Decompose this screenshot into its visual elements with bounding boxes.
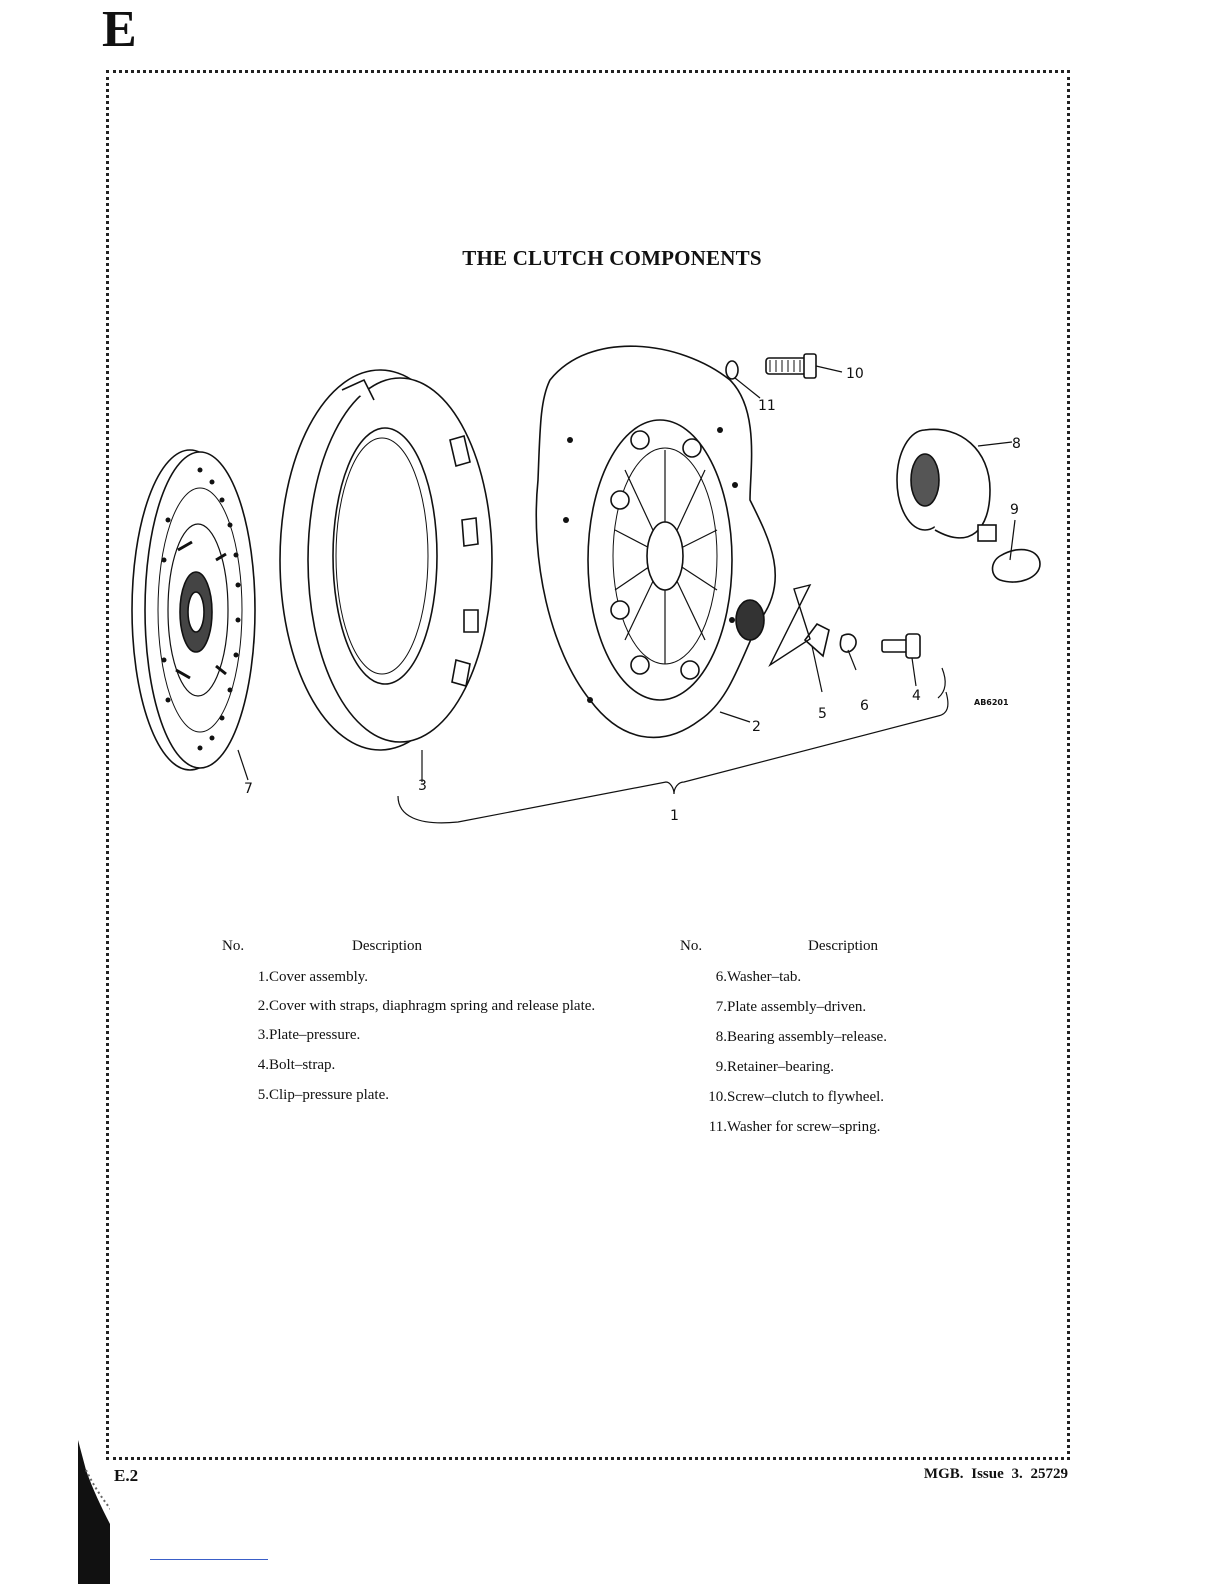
figure-title: THE CLUTCH COMPONENTS <box>462 246 762 270</box>
legend-left-no-header: No. <box>222 938 245 954</box>
legend-row: 7. Plate assembly–driven. <box>680 1000 1010 1015</box>
legend-item-number: 1. <box>257 969 269 985</box>
callout-7: 7 <box>244 781 253 797</box>
legend-item-description: Cover assembly. <box>269 969 369 985</box>
publication-issue: MGB. Issue 3. 25729 <box>923 1466 1068 1482</box>
legend-right-description-header: Description <box>808 938 878 954</box>
legend-row: 3. Plate–pressure. <box>222 1028 642 1043</box>
legend-item-number: 7. <box>715 999 727 1015</box>
legend-item-number: 3. <box>257 1027 269 1043</box>
page-frame <box>106 70 1070 1460</box>
legend-row: 5. Clip–pressure plate. <box>222 1088 642 1103</box>
clutch-cover-drawing <box>535 345 776 739</box>
legend-row: 9. Retainer–bearing. <box>680 1060 1010 1075</box>
legend-item-number: 11. <box>708 1119 727 1135</box>
legend-row: 4. Bolt–strap. <box>222 1058 642 1073</box>
legend-item-description: Cover with straps, diaphragm spring and … <box>269 998 596 1014</box>
legend-item-number: 5. <box>257 1087 269 1103</box>
legend-item-number: 6. <box>715 969 727 985</box>
driven-plate-drawing <box>131 449 256 771</box>
legend-item-number: 8. <box>715 1029 727 1045</box>
clutch-components-illustration: 10 11 8 9 7 3 2 5 6 4 1 AB6201 <box>131 345 1041 824</box>
legend-row: 6. Washer–tab. <box>680 970 1010 985</box>
legend-item-number: 9. <box>715 1059 727 1075</box>
legend-right-no-header: No. <box>680 938 703 954</box>
small-hardware-drawing <box>768 583 921 667</box>
legend-item-description: Plate–pressure. <box>269 1027 361 1043</box>
section-letter: E <box>102 1 137 58</box>
legend-row: 1. Cover assembly. <box>222 970 642 985</box>
legend-item-number: 2. <box>257 998 269 1014</box>
legend-right: No. Description 6. Washer–tab. 7. Plate … <box>680 938 1010 1135</box>
screw-and-washer-drawing <box>725 353 817 380</box>
callout-1: 1 <box>670 808 679 824</box>
legend-item-number: 10. <box>708 1089 727 1105</box>
legend-item-description: Washer–tab. <box>727 969 802 985</box>
legend-row: 11. Washer for screw–spring. <box>680 1120 1010 1135</box>
legend-item-description: Bearing assembly–release. <box>727 1029 887 1045</box>
legend-item-number: 4. <box>257 1057 269 1073</box>
callout-11: 11 <box>758 398 776 414</box>
legend-item-description: Bolt–strap. <box>269 1057 336 1073</box>
figure-code: AB6201 <box>974 698 1009 707</box>
scan-line <box>150 1559 268 1560</box>
legend-left-description-header: Description <box>352 938 422 954</box>
callout-2: 2 <box>752 719 761 735</box>
legend-row: 8. Bearing assembly–release. <box>680 1030 1010 1045</box>
legend-left: No. Description 1. Cover assembly. 2. Co… <box>222 938 642 1103</box>
legend-item-description: Plate assembly–driven. <box>727 999 867 1015</box>
legend-item-description: Washer for screw–spring. <box>727 1119 881 1135</box>
legend-row: 10. Screw–clutch to flywheel. <box>680 1090 1010 1105</box>
page-number: E.2 <box>114 1466 139 1485</box>
callout-3: 3 <box>418 778 427 794</box>
callout-6: 6 <box>860 698 869 714</box>
legend-row: 2. Cover with straps, diaphragm spring a… <box>222 999 642 1014</box>
callout-4: 4 <box>912 688 921 704</box>
pressure-plate-drawing <box>279 369 493 751</box>
scan-shadow <box>78 1440 110 1584</box>
legend-item-description: Clip–pressure plate. <box>269 1087 389 1103</box>
callout-5: 5 <box>818 706 827 722</box>
callout-10: 10 <box>846 366 864 382</box>
callout-9: 9 <box>1010 502 1019 518</box>
release-bearing-drawing <box>896 428 1041 583</box>
legend-item-description: Retainer–bearing. <box>727 1059 835 1075</box>
callout-8: 8 <box>1012 436 1021 452</box>
legend-item-description: Screw–clutch to flywheel. <box>727 1089 885 1105</box>
